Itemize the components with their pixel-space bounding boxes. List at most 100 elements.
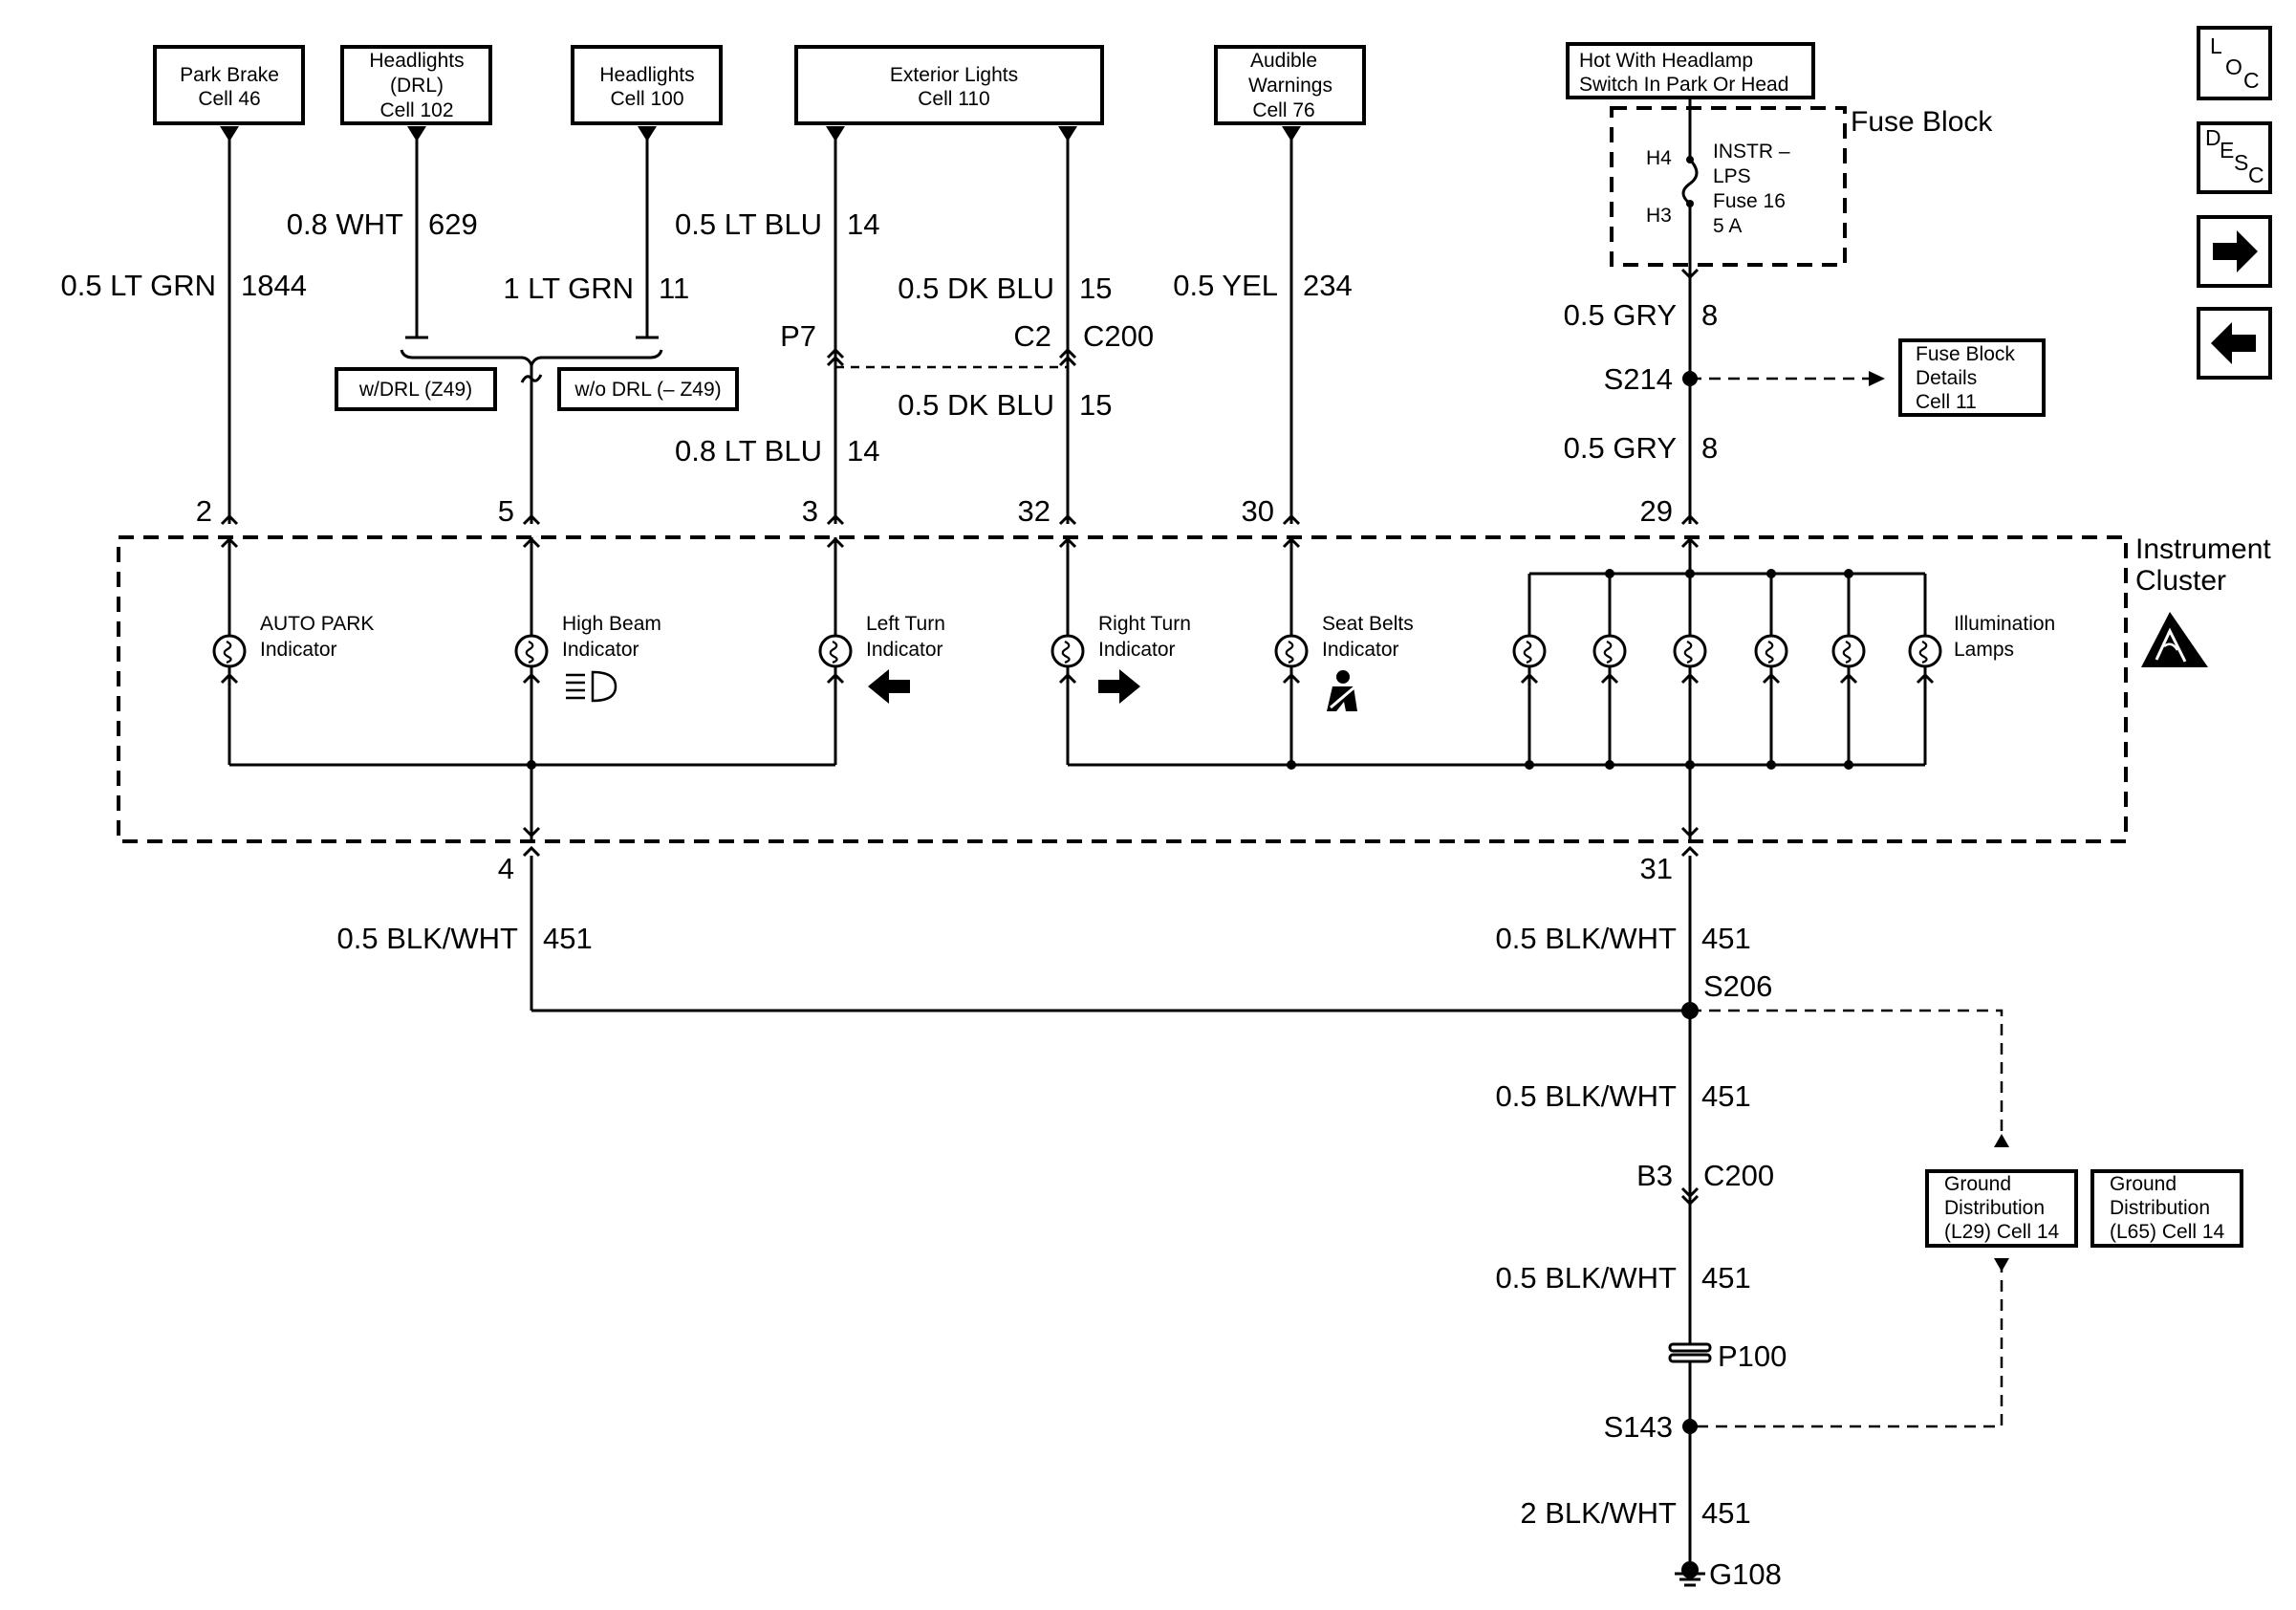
wire-size-color: 0.5 BLK/WHT (337, 922, 519, 955)
fuse-line: LPS (1713, 165, 1751, 187)
box-line: Cell 110 (918, 88, 990, 110)
box-line: Distribution (1944, 1197, 2045, 1219)
lamp-label: Left Turn (866, 613, 945, 635)
wire-circuit: 14 (847, 434, 879, 468)
connector-labels: P7 C2 C200 S214 (780, 319, 1673, 396)
left-turn-lamp (818, 634, 853, 668)
wire-circuit: 629 (428, 207, 478, 241)
hot-in-park-or-head-label: Hot With Headlamp Switch In Park Or Head (1566, 42, 1815, 99)
source-wires (220, 126, 1700, 526)
lamp-label: AUTO PARK (260, 613, 374, 635)
pin-number: 29 (1640, 494, 1673, 528)
wire-labels: 0.5 LT GRN 1844 0.8 WHT 629 1 LT GRN 11 … (60, 207, 1750, 1530)
box-line: Park Brake (180, 64, 279, 86)
next-page-icon (2213, 230, 2258, 272)
ground-distribution-l29: Ground Distribution (L29) Cell 14 (1925, 1169, 2078, 1248)
right-turn-lamp (1051, 634, 1085, 668)
lamp-label: Indicator (1098, 639, 1176, 661)
high-beam-lamp (514, 634, 549, 668)
box-line: Cell 102 (379, 99, 453, 121)
wire-size-color: 1 LT GRN (503, 272, 634, 305)
wire-size-color: 0.5 GRY (1564, 431, 1677, 465)
lamp-label: Right Turn (1098, 613, 1191, 635)
option-label: w/o DRL (– Z49) (574, 379, 721, 401)
box-line: Cell 76 (1252, 99, 1314, 121)
wire-circuit: 15 (1079, 388, 1112, 422)
next-page-button[interactable] (2197, 215, 2272, 288)
wire-circuit: 8 (1701, 431, 1718, 465)
loc-letter: C (2243, 68, 2260, 93)
fuse-block-title: Fuse Block (1851, 106, 1993, 138)
fuse-pin-h3: H3 (1646, 205, 1672, 227)
illumination-lamp (1831, 634, 1866, 668)
box-line: (L29) Cell 14 (1944, 1221, 2060, 1243)
ground-splices (1681, 1002, 1699, 1578)
wire-circuit: 451 (1701, 922, 1751, 955)
desc-button[interactable]: D E S C (2197, 121, 2272, 194)
left-arrow-icon (868, 669, 910, 704)
pin-number: 31 (1640, 852, 1673, 885)
illumination-lamp (1512, 634, 1547, 668)
desc-letter: E (2220, 138, 2234, 163)
loc-button[interactable]: L O C (2197, 26, 2272, 100)
box-line: Cell 100 (610, 88, 683, 110)
source-box-park-brake: Park Brake Cell 46 (153, 45, 305, 125)
wire-size-color: 0.5 BLK/WHT (1496, 1261, 1678, 1295)
wire-circuit: 15 (1079, 272, 1112, 305)
wire-circuit: 1844 (241, 269, 307, 302)
lamp-label: Illumination (1954, 613, 2055, 635)
wire-size-color: 0.5 BLK/WHT (1496, 922, 1678, 955)
previous-page-icon (2211, 322, 2256, 364)
ground-label: G108 (1709, 1557, 1782, 1591)
option-drl: w/DRL (Z49) (335, 367, 497, 411)
box-line: Switch In Park Or Head (1579, 74, 1788, 96)
pin-numbers: 2 5 3 32 30 29 4 31 (196, 494, 1673, 885)
lamp-label: Indicator (260, 639, 337, 661)
wire-size-color: 0.5 LT GRN (60, 269, 216, 302)
fuse-pin-h4: H4 (1646, 147, 1672, 169)
wire-circuit: 8 (1701, 298, 1718, 332)
desc-letter: D (2205, 125, 2221, 150)
loc-letter: L (2210, 33, 2222, 58)
loc-letter: O (2225, 54, 2242, 79)
fuse-line: INSTR – (1713, 141, 1790, 163)
connector-c200-lower: C200 (1703, 1159, 1774, 1192)
lamp-label: Indicator (866, 639, 943, 661)
pin-number: 32 (1018, 494, 1051, 528)
wire-size-color: 0.5 DK BLU (898, 388, 1054, 422)
box-line: Cell 11 (1916, 391, 1977, 413)
seat-belt-icon (1327, 670, 1357, 711)
wire-circuit: 451 (1701, 1496, 1751, 1530)
wire-circuit: 14 (847, 207, 879, 241)
box-line: Ground (1944, 1173, 2011, 1195)
box-line: Hot With Headlamp (1579, 50, 1753, 72)
fuse-symbol (1681, 98, 1699, 264)
fuse-line: 5 A (1713, 215, 1742, 237)
box-line: Headlights (369, 50, 464, 72)
ground-labels: S206 B3 C200 P100 S143 G108 (1604, 969, 1787, 1591)
box-line: Ground (2110, 1173, 2177, 1195)
lamp-label: Indicator (1322, 639, 1399, 661)
fuse-block: Fuse Block H4 H3 INSTR – LPS Fuse 16 5 A (1610, 98, 1993, 267)
connector-p7: P7 (780, 319, 816, 353)
wire-circuit: 451 (543, 922, 593, 955)
illumination-lamp (1673, 634, 1707, 668)
box-line: Cell 46 (198, 88, 260, 110)
wire-size-color: 0.5 LT BLU (675, 207, 822, 241)
right-arrow-icon (1098, 669, 1140, 704)
splice-s206 (1681, 1002, 1699, 1019)
illumination-lamp (1592, 634, 1627, 668)
previous-page-button[interactable] (2197, 307, 2272, 380)
box-line: Warnings (1248, 75, 1332, 97)
box-line: Fuse Block (1916, 343, 2015, 365)
fuse-line: Fuse 16 (1713, 190, 1786, 212)
source-box-headlights: Headlights Cell 100 (571, 45, 723, 125)
lamp-labels: AUTO PARK Indicator High Beam Indicator … (260, 613, 2055, 661)
box-line: Distribution (2110, 1197, 2210, 1219)
wire-size-color: 0.5 GRY (1564, 298, 1677, 332)
fuse-block-details-box: Fuse Block Details Cell 11 (1898, 338, 2046, 417)
wire-size-color: 0.5 DK BLU (898, 272, 1054, 305)
box-line: Audible (1250, 50, 1317, 72)
connector-b3: B3 (1636, 1159, 1673, 1192)
